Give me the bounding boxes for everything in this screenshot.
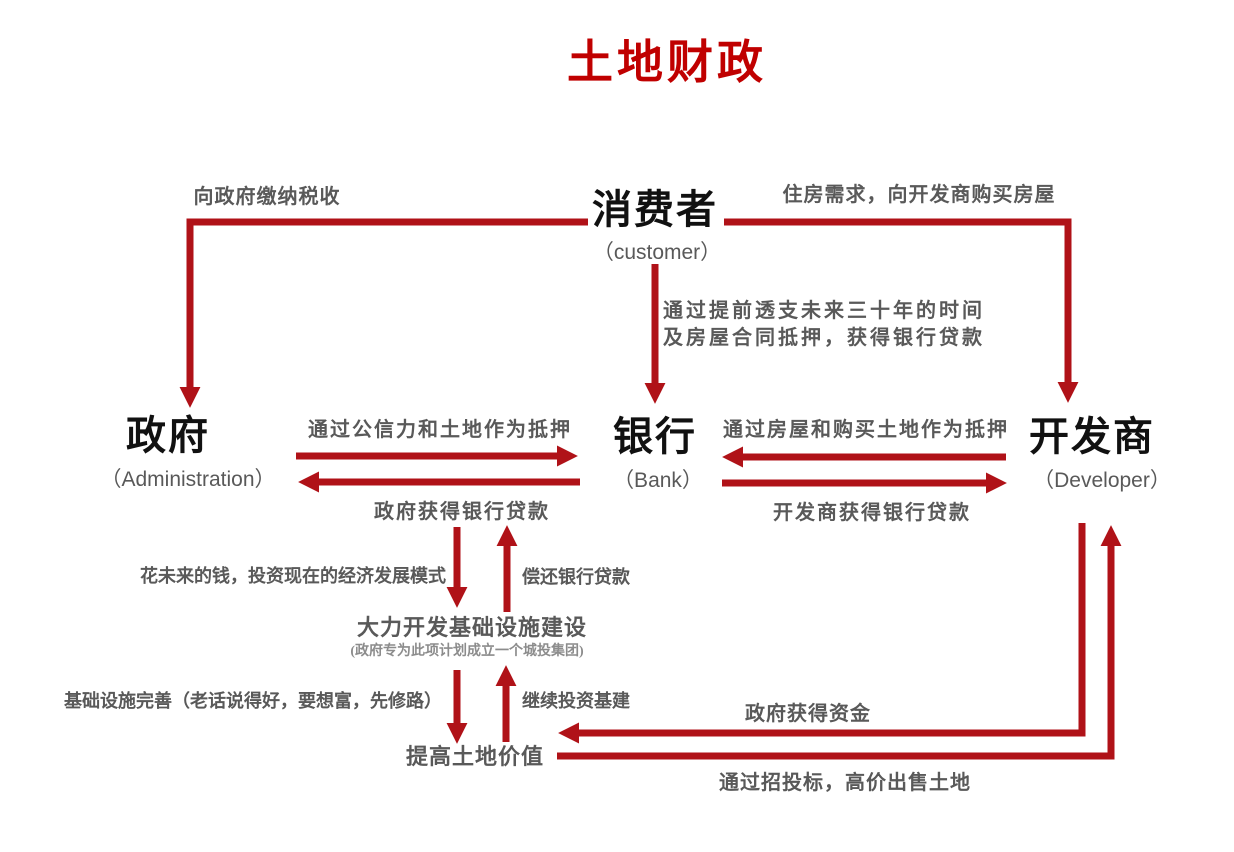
edge-label-mortgage-line1: 通过提前透支未来三十年的时间: [663, 300, 985, 322]
edge-label-sell-land: 通过招投标，高价出售土地: [719, 772, 971, 794]
node-customer-subtitle: （customer）: [592, 241, 722, 264]
node-government-subtitle: （Administration）: [100, 468, 276, 491]
edge-label-dev-loan: 开发商获得银行贷款: [773, 502, 971, 524]
edge-label-mortgage-line2: 及房屋合同抵押，获得银行贷款: [663, 327, 985, 349]
edge-label-invest-infra: 花未来的钱，投资现在的经济发展模式: [140, 566, 446, 586]
edge-label-gov-collateral: 通过公信力和土地作为抵押: [308, 419, 572, 441]
node-infrastructure-name: 大力开发基础设施建设: [356, 615, 588, 640]
edge-label-repay-loan: 偿还银行贷款: [522, 567, 630, 587]
page-title: 土地财政: [567, 37, 767, 88]
node-government-name: 政府: [126, 413, 210, 458]
arrow-land-value-to-developer: [557, 525, 1122, 760]
edge-label-pay-tax: 向政府缴纳税收: [193, 186, 341, 208]
node-bank-name: 银行: [613, 414, 697, 459]
edge-label-mortgage-loan: 通过提前透支未来三十年的时间 及房屋合同抵押，获得银行贷款: [663, 298, 985, 352]
edge-label-buy-house: 住房需求，向开发商购买房屋: [782, 184, 1056, 206]
node-developer-name: 开发商: [1029, 414, 1155, 459]
node-infrastructure-note: (政府专为此项计划成立一个城投集团): [350, 644, 584, 659]
arrow-customer-to-developer: [724, 218, 1079, 403]
node-developer-subtitle: （Developer）: [1033, 469, 1171, 492]
arrow-customer-to-government: [179, 218, 588, 408]
node-land-value-name: 提高土地价值: [405, 744, 545, 769]
arrow-developer-to-land-value: [558, 523, 1086, 744]
node-bank-subtitle: （Bank）: [613, 469, 703, 492]
node-customer-name: 消费者: [592, 187, 718, 232]
edge-label-gov-funds: 政府获得资金: [745, 703, 871, 725]
edge-label-reinvest: 继续投资基建: [522, 691, 630, 711]
edge-label-dev-collateral: 通过房屋和购买土地作为抵押: [723, 419, 1009, 441]
edge-label-infra-done: 基础设施完善（老话说得好，要想富，先修路）: [64, 691, 442, 711]
edge-label-gov-loan: 政府获得银行贷款: [374, 501, 550, 523]
